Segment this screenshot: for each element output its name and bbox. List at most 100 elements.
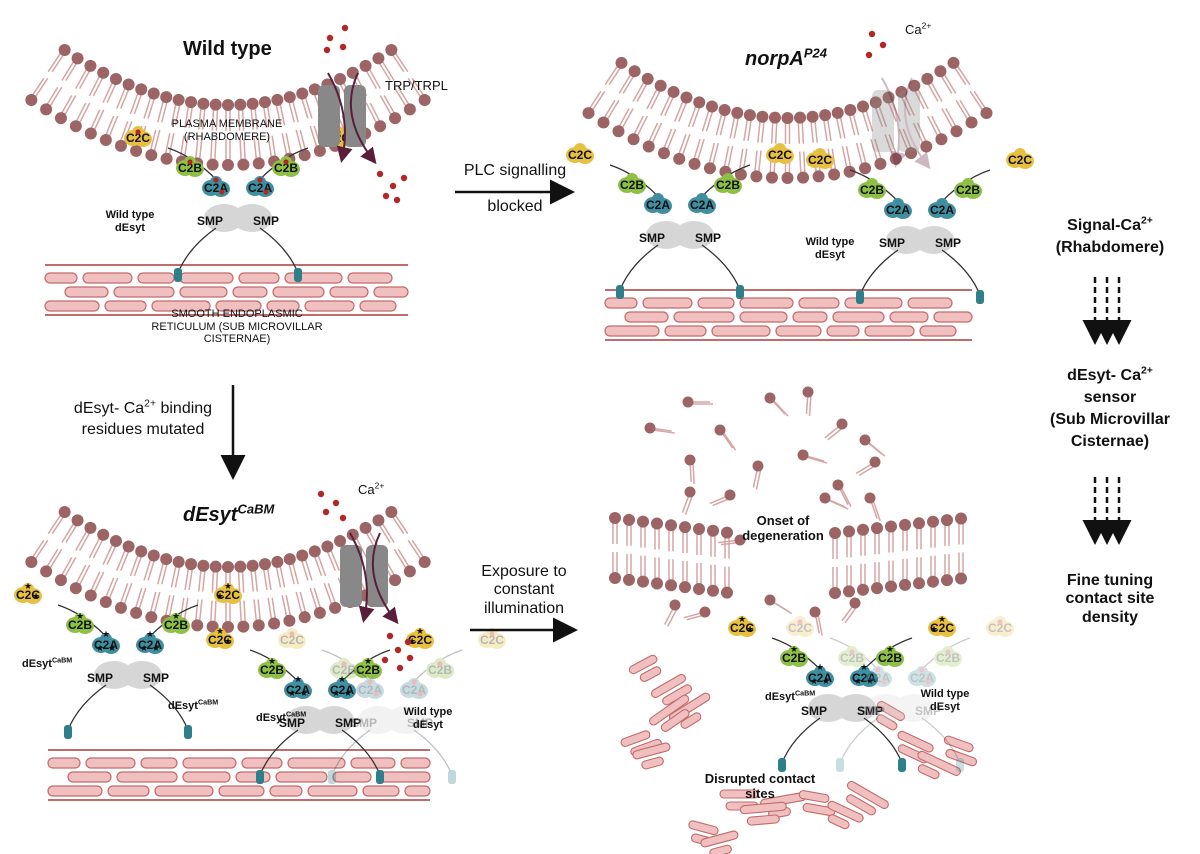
svg-text:★: ★ [416, 626, 424, 636]
lipid-head [346, 528, 359, 541]
calcium-ion [393, 196, 401, 204]
lipid-head [418, 93, 431, 106]
lipid-head [654, 79, 667, 92]
lipid-head [641, 72, 654, 85]
lipid-head [657, 147, 670, 160]
lipid-head [234, 560, 247, 573]
svg-text:C2C: C2C [808, 153, 832, 167]
lipid-head [372, 514, 385, 527]
lipid-head [25, 555, 38, 568]
calcium-label-norpa: Ca2+ [905, 20, 932, 37]
svg-text:SMP: SMP [335, 716, 361, 730]
lipid-head [743, 109, 756, 122]
lipid-head [947, 56, 960, 69]
wild-type-dEsyt-label: Wild type dEsyt [105, 209, 155, 234]
membrane-norpa [582, 56, 993, 184]
svg-text:★: ★ [866, 676, 874, 686]
panel-title-norpa: norpAP24 [745, 45, 828, 70]
lipid-head [197, 559, 210, 572]
svg-text:★: ★ [860, 662, 868, 672]
lipid-head [843, 165, 856, 178]
membrane-broken [609, 386, 967, 636]
lipid-head [389, 112, 402, 125]
lipid-head [283, 614, 296, 627]
exposure-label: Exposure to constant illumination [481, 563, 567, 617]
calcium-layer [317, 24, 887, 672]
lipid-head [114, 601, 127, 614]
svg-text:★: ★ [938, 614, 946, 624]
svg-text:C2A: C2A [94, 638, 118, 652]
lipid-head [781, 112, 794, 124]
lipid-head [612, 125, 625, 138]
lipid-head [298, 149, 311, 162]
lipid-head [97, 66, 110, 79]
lipid-head [908, 79, 921, 92]
sidebar-step3: Fine tuning contact site density [1065, 572, 1155, 626]
svg-text:★: ★ [224, 636, 232, 646]
sidebar-arrows-1 [1082, 277, 1132, 345]
lipid-head [222, 99, 234, 111]
svg-text:SMP: SMP [197, 214, 223, 228]
lipid-head [597, 116, 610, 129]
svg-text:★: ★ [886, 644, 894, 654]
sidebar-step2-sensor: sensor [1083, 389, 1137, 406]
lipid-head [283, 553, 296, 566]
lipid-head [831, 106, 844, 119]
calcium-ion [381, 656, 389, 664]
lipid-head [334, 73, 347, 86]
panel-title-wild-type: Wild type [183, 38, 272, 60]
lipid-head [114, 139, 127, 152]
svg-text:SMP: SMP [351, 716, 377, 730]
lipid-head [172, 555, 185, 568]
svg-text:★: ★ [332, 688, 340, 698]
channel-layer [318, 72, 931, 625]
lipid-head [160, 152, 173, 165]
lipid-head [756, 110, 769, 123]
svg-text:★: ★ [338, 674, 346, 684]
lipid-head [109, 73, 122, 86]
svg-text:★: ★ [810, 676, 818, 686]
svg-text:C2A: C2A [808, 671, 832, 685]
calcium-ion [868, 30, 876, 38]
svg-text:C2A: C2A [690, 198, 714, 212]
svg-text:C2B: C2B [782, 651, 806, 665]
svg-text:C2C: C2C [208, 633, 232, 647]
svg-text:C2A: C2A [248, 181, 272, 195]
lipid-head [234, 98, 247, 111]
lipid-head [252, 157, 265, 170]
plasma-membrane-label: PLASMA MEMBRANE (RHABDOMERE) [171, 118, 283, 143]
svg-text:★: ★ [746, 624, 754, 634]
membrane-wild-type [25, 44, 431, 171]
lipid-head [385, 506, 398, 519]
lipid-head [84, 127, 97, 140]
svg-text:SMP: SMP [279, 716, 305, 730]
calcium-ion [386, 632, 394, 640]
calcium-ion [326, 34, 334, 42]
svg-text:C2C: C2C [16, 588, 40, 602]
svg-text:C2A: C2A [358, 683, 382, 697]
lipid-head [920, 140, 933, 153]
er-norpa [604, 289, 973, 341]
lipid-head [222, 621, 234, 633]
lipid-head [40, 103, 53, 116]
lipid-head [69, 582, 82, 595]
lipid-head [197, 97, 210, 110]
svg-text:SMP: SMP [695, 231, 721, 245]
lipid-head [271, 93, 284, 106]
lipid-head [627, 133, 640, 146]
lipid-head [731, 106, 744, 119]
svg-text:C2B: C2B [356, 663, 380, 677]
lipid-head [209, 560, 222, 573]
lipid-head [206, 158, 219, 171]
wild-type-dEsyt-label-degen: Wild type dEsyt [920, 688, 970, 713]
svg-text:C2A: C2A [910, 671, 934, 685]
lipid-head [206, 620, 219, 633]
lipid-head [385, 44, 398, 57]
svg-text:★: ★ [408, 636, 416, 646]
plc-label-line1: PLC signalling [463, 162, 567, 179]
lipid-head [222, 561, 234, 573]
